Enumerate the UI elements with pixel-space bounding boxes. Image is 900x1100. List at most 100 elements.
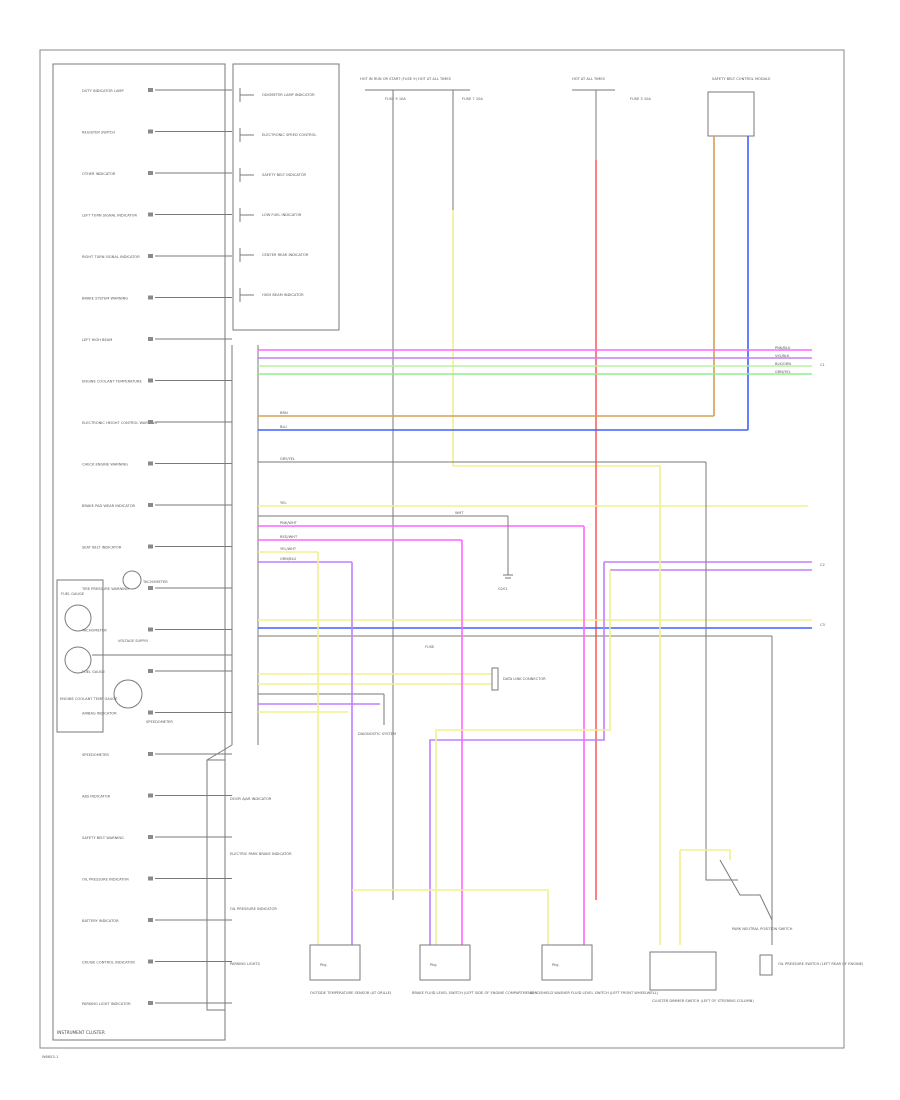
indicator-lamp-icon: [148, 378, 153, 383]
wire-label-yel-wht: YEL/WHT: [280, 547, 297, 551]
indicator-lamp-icon: [148, 88, 153, 92]
indicator-lamp-icon: [148, 295, 153, 300]
wire-label-blue: BLU: [280, 425, 287, 429]
fuel-gauge-icon: [64, 604, 92, 632]
data-link-connector: [491, 667, 499, 691]
wire-label-pnk-wht: PNK/WHT: [280, 521, 298, 525]
cluster-dimmer-label: CLUSTER DIMMER SWITCH (LEFT OF STEERING …: [652, 999, 754, 1003]
speedometer-icon: [113, 679, 143, 709]
diagnostic-system-label: DIAGNOSTIC SYSTEM: [358, 732, 396, 736]
cluster-item-label: SEAT BELT INDICATOR: [82, 546, 122, 550]
cluster-item-label: OTHER INDICATOR: [82, 172, 116, 176]
connector-c1: C1: [820, 363, 825, 367]
cluster-item-list: DUTY INDICATOR LAMP REGISTER SWITCH OTHER …: [81, 88, 232, 1006]
cluster-item-label: ELECTRONIC HEIGHT CONTROL WARNING: [82, 421, 157, 425]
lower-indicator-label: DOOR AJAR INDICATOR: [230, 797, 272, 801]
safety-belt-module: [707, 91, 755, 137]
cluster-item-label: DUTY INDICATOR LAMP: [82, 89, 125, 93]
wire-label-pink: PNK/BLU: [775, 346, 791, 350]
cluster-item-label: AIRBAG INDICATOR: [82, 712, 117, 716]
hot-all-label: HOT AT ALL TIMES: [572, 77, 606, 81]
indicator-lamp-icon: [148, 627, 153, 632]
coolant-gauge-label: ENGINE COOLANT TEMP GAUGE: [60, 697, 118, 701]
cluster-dimmer-switch: [649, 951, 717, 991]
park-neutral-label: PARK NEUTRAL POSITION SWITCH: [732, 927, 793, 931]
indicator-lamp-icon: [148, 420, 153, 424]
wire-label-lime: BLK/GRN: [775, 362, 791, 366]
connector-c3: C3: [820, 623, 825, 627]
cluster-item-label: BRAKE SYSTEM WARNING: [82, 297, 128, 301]
coolant-gauge-icon: [64, 646, 92, 674]
tachometer-icon: [122, 570, 142, 590]
ground-icon: [503, 574, 513, 579]
indicator-lamp-icon: [148, 710, 153, 715]
cluster-item-label: BATTERY INDICATOR: [82, 919, 119, 923]
indicator-lamp-icon: [148, 793, 153, 798]
indicator-block-label: ODOMETER LAMP INDICATOR: [262, 93, 315, 97]
cluster-item-label: LEFT TURN SIGNAL INDICATOR: [82, 214, 137, 218]
indicator-switch-icon: [239, 208, 254, 222]
cluster-item-label: RIGHT TURN SIGNAL INDICATOR: [82, 255, 140, 259]
indicator-lamp-icon: [148, 959, 153, 964]
cluster-item-label: ABS INDICATOR: [82, 795, 111, 799]
indicator-lamp-icon: [148, 254, 153, 258]
speedometer-label: SPEEDOMETER: [146, 720, 173, 724]
fuse-c-label: FUSE 3 10A: [630, 97, 651, 101]
cluster-item-label: CRUISE CONTROL INDICATOR: [82, 961, 135, 965]
lower-indicator-label: OIL PRESSURE INDICATOR: [230, 907, 277, 911]
wire-label-violet: VIO/BLK: [775, 354, 790, 358]
wire-label-yel: YEL: [280, 501, 286, 505]
indicator-lamp-icon: [148, 835, 153, 839]
voltage-supply-label: VOLTAGE SUPPLY: [118, 639, 149, 643]
indicator-block-label: CENTER REAR INDICATOR: [262, 253, 309, 257]
indicator-switch-icon: [239, 248, 254, 262]
component-tag-2: Pkg: [430, 963, 437, 967]
component-tag-3: Pkg: [552, 963, 559, 967]
indicator-lamp-icon: [148, 544, 153, 549]
hot-run-label: HOT IN RUN OR START (FUSE 9) HOT AT ALL …: [360, 77, 452, 81]
vertical-wires: [317, 462, 773, 945]
indicator-block-items: ODOMETER LAMP INDICATOR ELECTRONIC SPEED …: [239, 88, 316, 302]
cluster-item-label: SAFETY BELT WARNING: [82, 836, 124, 840]
lower-indicator-items: DOOR AJAR INDICATOR ELECTRIC PARK BRAKE I…: [230, 797, 292, 966]
indicator-block-label: ELECTRONIC SPEED CONTROL: [262, 133, 316, 137]
indicator-lamp-icon: [148, 171, 153, 175]
indicator-block-label: SAFETY BELT INDICATOR: [262, 173, 307, 177]
fuse-box-label: FUSE: [425, 645, 435, 649]
gauge-box: [56, 579, 104, 733]
cluster-item-label: LEFT HIGH BEAM: [82, 338, 112, 342]
indicator-lamp-icon: [148, 212, 153, 217]
washer-fluid-switch: [541, 944, 593, 981]
cluster-item-label: SPEEDOMETER: [82, 753, 109, 757]
wire-label-grn-blu: GRN/BLU: [280, 557, 296, 561]
brake-fluid-switch: [419, 944, 471, 981]
fuse-b-label: FUSE 9 10A: [385, 97, 406, 101]
oil-pressure-switch-label: OIL PRESSURE SWITCH (LEFT REAR OF ENGINE…: [778, 962, 864, 966]
indicator-lamp-icon: [148, 876, 153, 881]
lower-indicator-label: PARKING LIGHTS: [230, 962, 261, 966]
washer-fluid-switch-label: WINDSHIELD WASHER FLUID LEVEL SWITCH (LE…: [530, 991, 659, 995]
cluster-item-label: CHECK ENGINE WARNING: [82, 463, 128, 467]
indicator-block-label: HIGH BEAM INDICATOR: [262, 293, 304, 297]
diagram-frame: [39, 49, 845, 1049]
cluster-item-label: ENGINE COOLANT TEMPERATURE: [82, 380, 142, 384]
connector-c2: C2: [820, 563, 825, 567]
instrument-cluster-box: [52, 63, 226, 1041]
footer-code: W6853-1: [42, 1055, 58, 1059]
cluster-item-label: REGISTER SWITCH: [82, 131, 115, 135]
indicator-lamp-icon: [148, 129, 153, 134]
cluster-item-label: FUEL GAUGE: [82, 670, 106, 674]
wire-label-green: GRN/YEL: [775, 370, 791, 374]
indicator-block: [232, 63, 340, 331]
lower-indicator-label: ELECTRIC PARK BRAKE INDICATOR: [230, 852, 292, 856]
indicator-lamp-icon: [148, 586, 153, 590]
indicator-switch-icon: [239, 128, 254, 142]
indicator-lamp-icon: [148, 337, 153, 341]
wire-label-gry: GRY/YEL: [280, 457, 295, 461]
brake-fluid-switch-label: BRAKE FLUID LEVEL SWITCH (LEFT SIDE OF E…: [412, 991, 535, 995]
cluster-item-label: TACHOMETER: [81, 629, 107, 633]
oil-pressure-switch: [759, 954, 773, 976]
indicator-switch-icon: [239, 168, 254, 182]
indicator-lamp-icon: [148, 669, 153, 673]
outside-temp-sensor: [309, 944, 361, 981]
